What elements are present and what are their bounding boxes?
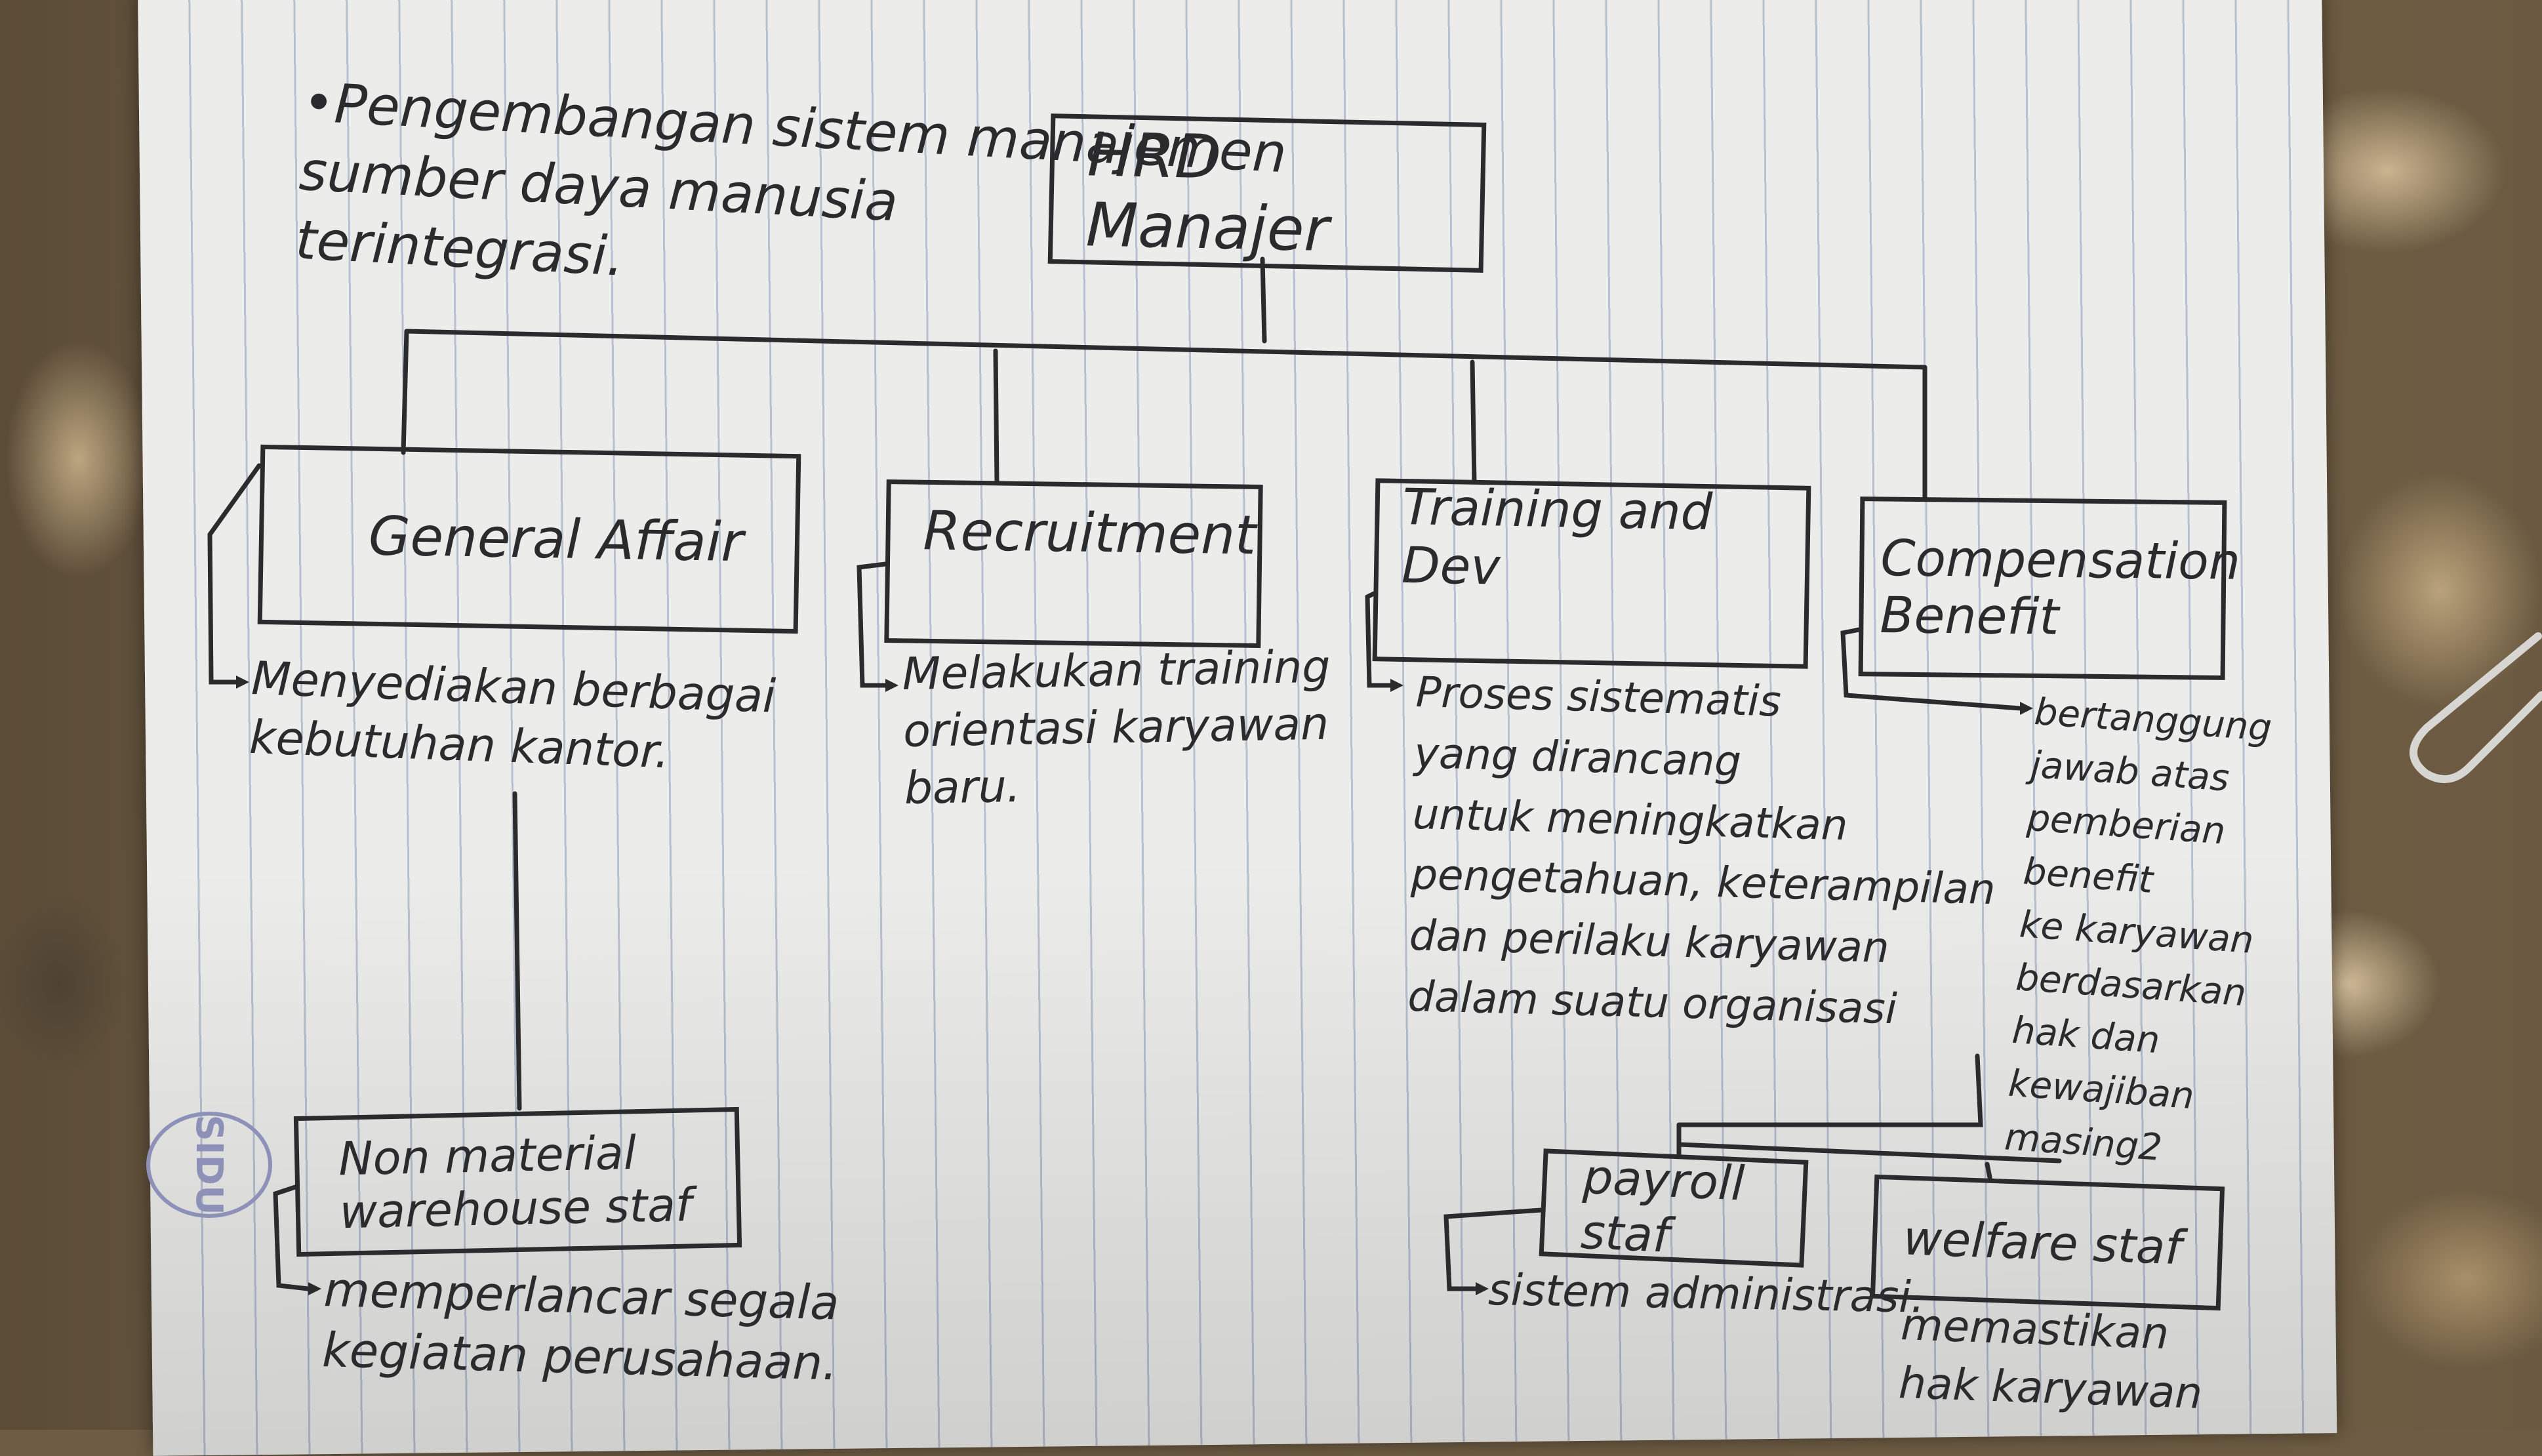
desc-welfare: memastikan hak karyawan	[1897, 1299, 2204, 1419]
bullet-dot: •	[301, 71, 336, 136]
desc-training: Proses sistematis yang dirancang untuk m…	[1407, 668, 1996, 1034]
connector-training	[1470, 359, 1477, 485]
connector-sub-bus	[1676, 1122, 2062, 1183]
connector-payroll-desc	[1443, 1207, 1544, 1291]
node-compensation-label: Compensation Benefit	[1880, 529, 2241, 647]
node-general-affair: General Affair	[257, 444, 801, 634]
node-payroll: payroll staf	[1539, 1148, 1809, 1268]
node-compensation: Compensation Benefit	[1858, 496, 2241, 680]
connector-root	[1260, 256, 1267, 344]
connector-general-affair	[401, 329, 409, 455]
desc-payroll: sistem administrasi.	[1487, 1264, 1926, 1323]
desc-recruitment: Melakukan training orientasi karyawan ba…	[902, 641, 1331, 815]
node-warehouse-label: Non material warehouse staf	[338, 1125, 693, 1239]
node-recruitment: Recruitment	[884, 479, 1263, 648]
node-warehouse: Non material warehouse staf	[293, 1106, 742, 1257]
connector-training-sub	[1676, 1053, 1983, 1127]
node-welfare-label: welfare staf	[1902, 1209, 2183, 1275]
connector-ga-desc	[207, 463, 262, 685]
connector-recruitment	[993, 348, 999, 485]
node-recruitment-label: Recruitment	[923, 499, 1257, 567]
desc-compensation: bertanggung jawab atas pemberian benefit…	[2003, 690, 2273, 1169]
node-hrd-manager: HRD Manajer	[1047, 113, 1487, 273]
connector-main-bus	[404, 329, 1927, 370]
node-training-label: Training and Dev	[1401, 477, 1713, 596]
connector-train-desc	[1365, 591, 1393, 688]
desc-general-affair: Menyediakan berbagai kebutuhan kantor.	[248, 651, 777, 779]
connector-comp-desc	[1840, 627, 2023, 711]
sidu-stamp: SIDU	[146, 1112, 272, 1218]
node-training: Training and Dev	[1372, 477, 1811, 669]
desc-warehouse: memperlancar segala kegiatan perusahaan.	[321, 1261, 840, 1391]
node-hrd-manager-label: HRD Manajer	[1085, 119, 1330, 265]
node-general-affair-label: General Affair	[368, 505, 744, 575]
node-payroll-label: payroll staf	[1579, 1148, 1746, 1263]
paper-clip-icon	[2410, 632, 2542, 783]
connector-rec-desc	[857, 561, 888, 688]
connector-warehouse	[512, 791, 522, 1111]
connector-warehouse-desc	[273, 1184, 311, 1291]
